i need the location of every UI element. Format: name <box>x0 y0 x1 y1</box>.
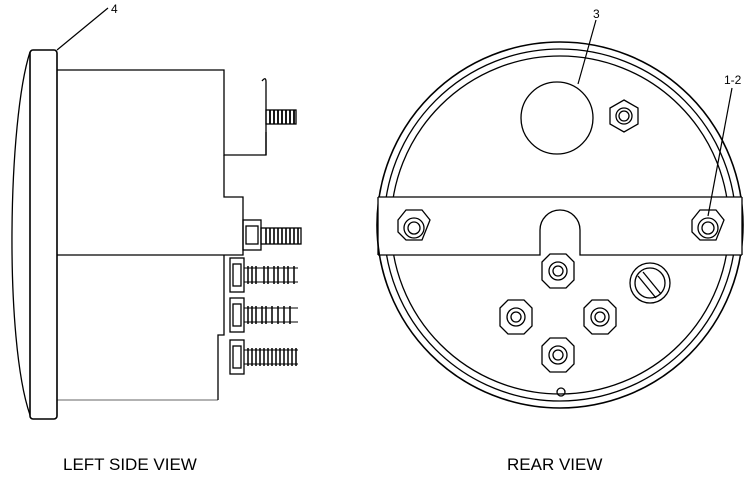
center-nut-stud <box>242 219 302 251</box>
mounting-bracket <box>377 196 743 256</box>
callout-label-3: 3 <box>593 7 600 21</box>
terminal-nut-left <box>499 299 533 335</box>
sight-window <box>520 81 594 155</box>
callout-4-leader <box>56 7 109 51</box>
callout-label-4: 4 <box>111 2 118 16</box>
terminal-nut-right <box>583 299 617 335</box>
terminal-nut-bottom <box>541 337 575 373</box>
outer-ring <box>376 41 744 409</box>
lens-dome <box>11 51 31 416</box>
bracket-nut-left <box>397 209 431 241</box>
housing-body <box>57 69 267 156</box>
bracket-nut-right <box>691 209 725 241</box>
left-side-view <box>11 7 302 420</box>
light-socket <box>629 262 671 304</box>
caption-rear-view: REAR VIEW <box>507 455 602 474</box>
bezel-ring <box>29 49 58 420</box>
drain-hole <box>556 387 566 397</box>
terminal-nut-top <box>541 253 575 289</box>
terminal-stack <box>229 257 298 375</box>
callout-3-leader <box>577 19 597 85</box>
upper-stud <box>265 109 297 125</box>
callout-1-2-leader <box>707 87 733 217</box>
upper-right-nut <box>609 99 639 133</box>
caption-left-side-view: LEFT SIDE VIEW <box>63 455 197 474</box>
callout-label-1-2: 1-2 <box>724 73 742 87</box>
rear-view <box>376 19 744 409</box>
